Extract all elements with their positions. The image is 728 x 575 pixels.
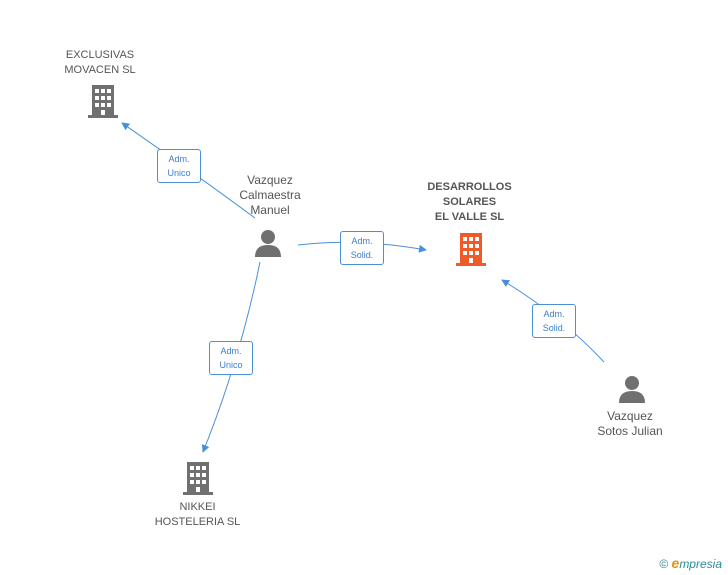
node-label-line: Vazquez [607,409,653,423]
node-label-line: HOSTELERIA SL [154,516,241,528]
edge-label-adm-solid[interactable]: Adm. Solid. [340,231,384,265]
node-nikkei-label[interactable]: NIKKEI HOSTELERIA SL [145,500,250,530]
person-icon[interactable] [253,228,283,258]
edge-label-adm-unico[interactable]: Adm. Unico [209,341,253,375]
node-label-line: DESARROLLOS [427,181,512,193]
node-sotos-label[interactable]: Vazquez Sotos Julian [585,409,675,439]
node-calmaestra-label[interactable]: Vazquez Calmaestra Manuel [220,173,320,218]
node-desarrollos-label[interactable]: DESARROLLOS SOLARES EL VALLE SL [412,180,527,225]
building-main-icon[interactable] [454,231,488,267]
edge-label-line: Solid. [542,323,566,333]
copyright-icon: © [659,557,669,571]
brand-logo-e: e [671,555,680,571]
node-label-line: EXCLUSIVAS [65,49,135,61]
edge-label-line: Unico [167,168,191,178]
edge-label-line: Unico [219,360,243,370]
brand-footer: © empresia [659,555,722,571]
edge-label-line: Solid. [350,250,374,260]
node-label-line: EL VALLE SL [434,211,505,223]
node-label-line: Vazquez [247,173,293,187]
person-icon[interactable] [617,374,647,404]
node-label-line: Calmaestra [239,188,301,202]
building-icon[interactable] [86,83,120,119]
node-exclusivas-label[interactable]: EXCLUSIVAS MOVACEN SL [50,48,150,78]
building-icon[interactable] [181,460,215,496]
node-label-line: SOLARES [442,196,497,208]
node-label-line: MOVACEN SL [64,64,136,76]
node-label-line: NIKKEI [179,501,216,513]
edge-label-line: Adm. [351,236,373,246]
edge-label-line: Adm. [543,309,565,319]
edge-label-line: Adm. [220,346,242,356]
edge-label-line: Adm. [168,154,190,164]
node-label-line: Sotos Julian [597,424,663,438]
brand-logo-text: mpresia [679,557,722,571]
node-label-line: Manuel [250,203,290,217]
edge-label-adm-unico[interactable]: Adm. Unico [157,149,201,183]
edge-label-adm-solid[interactable]: Adm. Solid. [532,304,576,338]
